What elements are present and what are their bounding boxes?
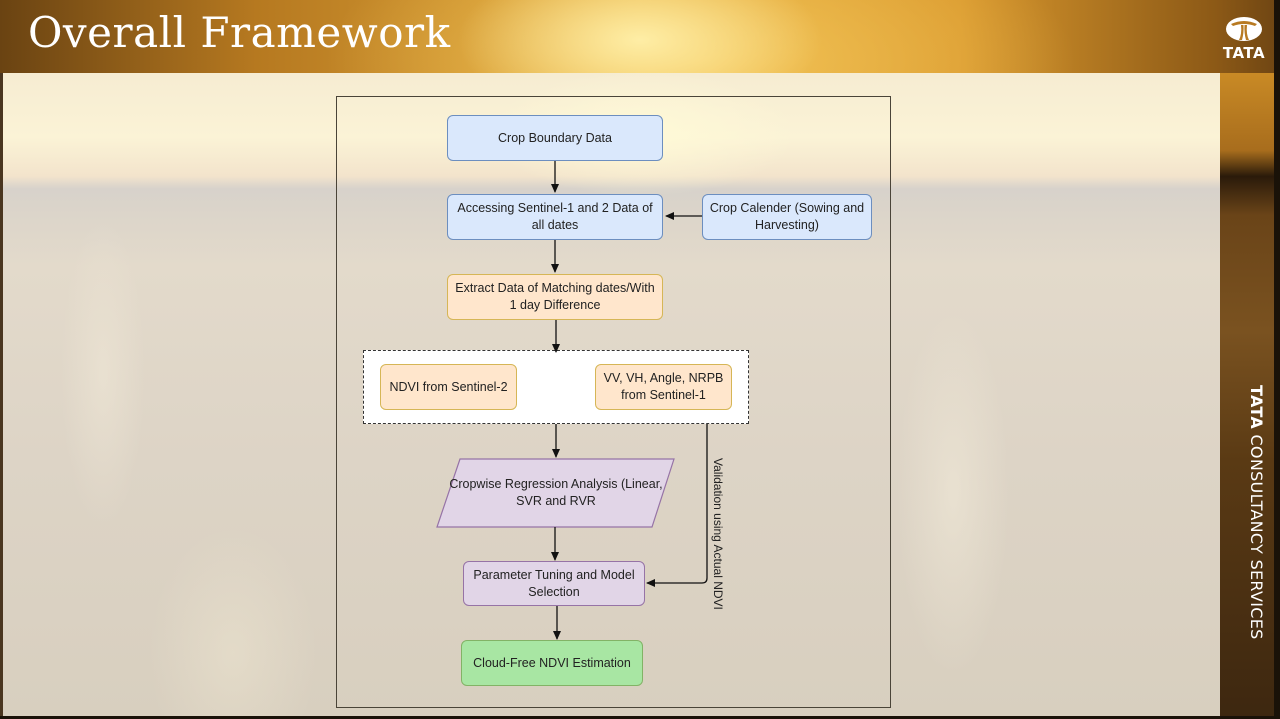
- diagram-frame: [336, 96, 891, 708]
- tata-logo: TATA: [1218, 16, 1270, 64]
- node-extract-matching-dates: Extract Data of Matching dates/With 1 da…: [447, 274, 663, 320]
- node-cloud-free-ndvi: Cloud-Free NDVI Estimation: [461, 640, 643, 686]
- slide-bottom-edge: [0, 716, 1280, 719]
- title-bar: Overall Framework: [0, 0, 1280, 73]
- tata-wordmark: TATA: [1222, 44, 1266, 62]
- brand-strip: [1220, 73, 1274, 719]
- node-ndvi-sentinel2: NDVI from Sentinel-2: [380, 364, 517, 410]
- node-sentinel1-features: VV, VH, Angle, NRPB from Sentinel-1: [595, 364, 732, 410]
- slide-right-edge: [1274, 0, 1280, 719]
- node-crop-calendar: Crop Calender (Sowing and Harvesting): [702, 194, 872, 240]
- slide-left-edge: [0, 73, 3, 719]
- node-crop-boundary-data: Crop Boundary Data: [447, 115, 663, 161]
- node-cropwise-regression: Cropwise Regression Analysis (Linear, SV…: [449, 477, 663, 508]
- company-name-bold: TATA: [1247, 385, 1266, 430]
- validation-edge-label: Validation using Actual NDVI: [711, 458, 725, 610]
- slide-title: Overall Framework: [28, 8, 451, 57]
- node-parameter-tuning: Parameter Tuning and Model Selection: [463, 561, 645, 606]
- tata-logo-icon: [1226, 17, 1262, 41]
- node-accessing-sentinel-data: Accessing Sentinel-1 and 2 Data of all d…: [447, 194, 663, 240]
- company-name-vertical: TATA CONSULTANCY SERVICES: [1247, 385, 1266, 640]
- company-name-rest: CONSULTANCY SERVICES: [1247, 429, 1266, 640]
